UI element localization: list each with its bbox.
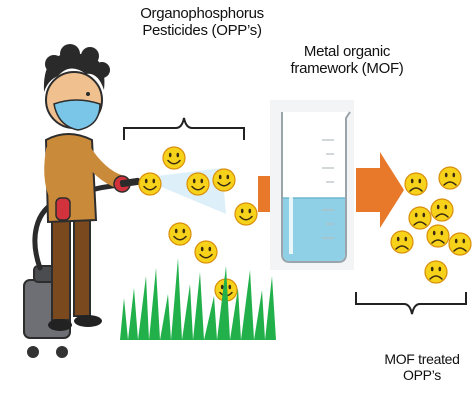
beaker-icon [270,100,354,270]
smiley-faces-group [138,146,258,302]
sad-face-icon [408,206,432,230]
smiley-face-icon [194,240,218,264]
treated-label-line1: MOF treated [384,351,460,367]
mof-label: Metal organic framework (MOF) [280,43,414,78]
sad-face-icon [430,198,454,222]
bracket-icon-top [123,117,245,140]
smiley-face-icon [212,168,236,192]
smiley-face-icon [234,202,258,226]
treated-label: MOF treated OPP’s [372,351,472,383]
pesticides-label-line2: Pesticides (OPP’s) [142,21,262,39]
pesticides-label: Organophosphorus Pesticides (OPP’s) [118,5,286,40]
sad-face-icon [404,172,428,196]
smiley-face-icon [138,172,162,196]
bracket-icon-bottom [355,292,467,315]
smiley-face-icon [168,222,192,246]
treated-label-line2: OPP’s [403,366,441,383]
sad-faces-group [390,166,472,284]
smiley-face-icon [162,146,186,170]
mof-label-line1: Metal organic [303,43,391,60]
sad-face-icon [390,230,414,254]
grass-icon [120,258,276,340]
sad-face-icon [448,232,472,256]
smiley-face-icon [186,172,210,196]
sad-face-icon [438,166,462,190]
pesticides-label-line1: Organophosphorus [140,5,264,22]
person-spraying-icon [23,44,141,358]
sad-face-icon [424,260,448,284]
arrow-right-icon [356,152,404,228]
sad-face-icon [426,224,450,248]
mof-label-line2: framework (MOF) [290,59,404,77]
